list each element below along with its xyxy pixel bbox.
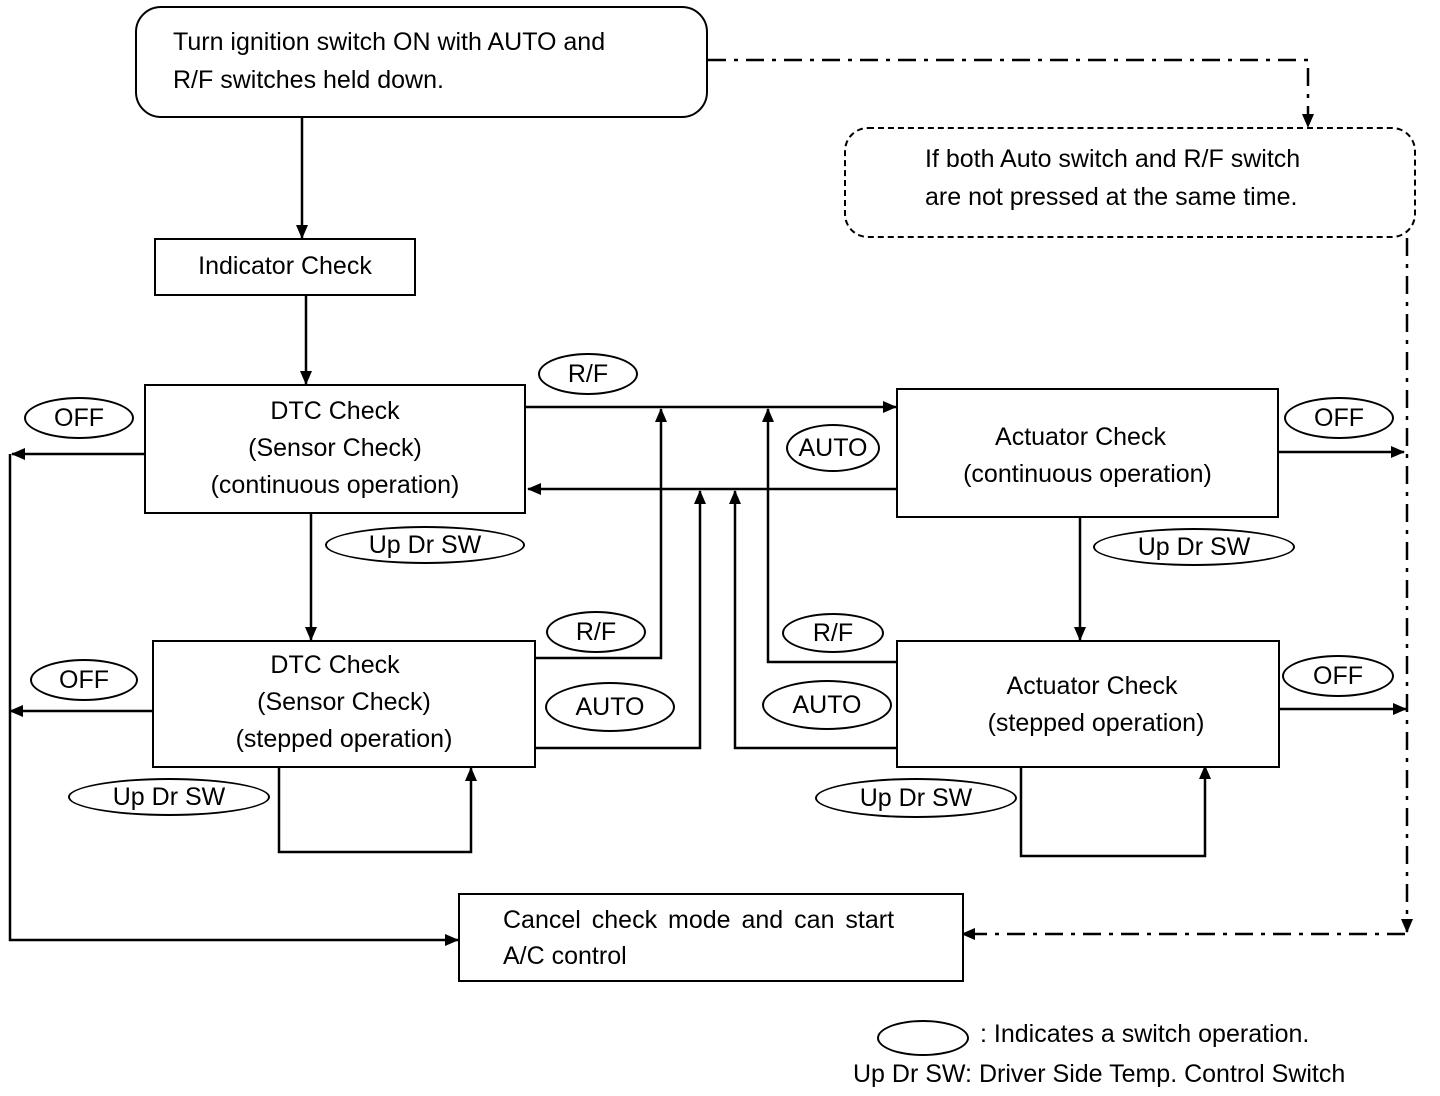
arrow-act-step-rf <box>762 408 896 664</box>
switch-rf-top: R/F <box>538 353 638 395</box>
dtc-cont-line-1: DTC Check <box>270 397 400 425</box>
loop-dtc-stepped <box>277 767 477 854</box>
dtc-cont-line-3: (continuous operation) <box>210 471 460 499</box>
legend-updr-text: Up Dr SW: Driver Side Temp. Control Swit… <box>853 1060 1346 1088</box>
actuator-check-continuous-box <box>896 388 1279 518</box>
start-line-1: Turn ignition switch ON with AUTO and <box>173 28 606 56</box>
switch-updr-dtc-step: Up Dr SW <box>68 778 270 816</box>
not-pressed-box <box>844 127 1416 238</box>
act-cont-line-2: (continuous operation) <box>963 460 1212 488</box>
switch-off-dtc-cont: OFF <box>24 397 134 439</box>
act-step-line-2: (stepped operation) <box>987 709 1205 737</box>
not-pressed-line-2: are not pressed at the same time. <box>925 183 1298 211</box>
cancel-line-1: Cancel check mode and can start <box>503 906 895 934</box>
start-line-2: R/F switches held down. <box>173 66 444 94</box>
indicator-check-label: Indicator Check <box>198 252 372 280</box>
not-pressed-line-1: If both Auto switch and R/F switch <box>925 145 1301 173</box>
start-box <box>135 6 708 118</box>
switch-auto-act-step: AUTO <box>762 680 892 730</box>
arrow-left-to-cancel <box>8 454 459 946</box>
arrow-start-to-notpressed <box>708 58 1314 128</box>
arrow-dtc-step-auto <box>536 490 706 750</box>
switch-off-act-step: OFF <box>1282 655 1394 697</box>
dtc-check-stepped-box <box>152 640 536 768</box>
switch-rf-dtc-step: R/F <box>546 611 646 653</box>
act-step-line-1: Actuator Check <box>1006 672 1178 700</box>
dtc-step-line-3: (stepped operation) <box>235 725 453 753</box>
switch-updr-act: Up Dr SW <box>1093 528 1295 566</box>
arrow-act-step-auto <box>729 490 896 750</box>
dtc-step-line-1: DTC Check <box>270 651 400 679</box>
act-cont-line-1: Actuator Check <box>995 423 1166 451</box>
cancel-check-box <box>458 893 964 982</box>
switch-rf-act-step: R/F <box>782 613 884 653</box>
switch-updr-act-step: Up Dr SW <box>815 778 1017 818</box>
switch-auto-dtc-step: AUTO <box>545 682 675 732</box>
dtc-check-continuous-box <box>144 384 526 514</box>
switch-off-act-cont: OFF <box>1284 397 1394 439</box>
actuator-check-stepped-box <box>896 640 1280 768</box>
dtc-cont-line-2: (Sensor Check) <box>248 434 422 462</box>
arrow-dtc-step-rf <box>536 408 667 660</box>
switch-updr-dtc: Up Dr SW <box>325 526 525 564</box>
cancel-line-2: A/C control <box>503 942 627 970</box>
dtc-step-line-2: (Sensor Check) <box>257 688 431 716</box>
legend-oval-icon <box>877 1020 969 1056</box>
indicator-check-box <box>154 238 416 296</box>
switch-auto-top: AUTO <box>786 424 880 472</box>
switch-off-dtc-step: OFF <box>30 659 138 701</box>
loop-act-stepped <box>1019 765 1211 858</box>
legend-oval-text: : Indicates a switch operation. <box>980 1020 1310 1048</box>
